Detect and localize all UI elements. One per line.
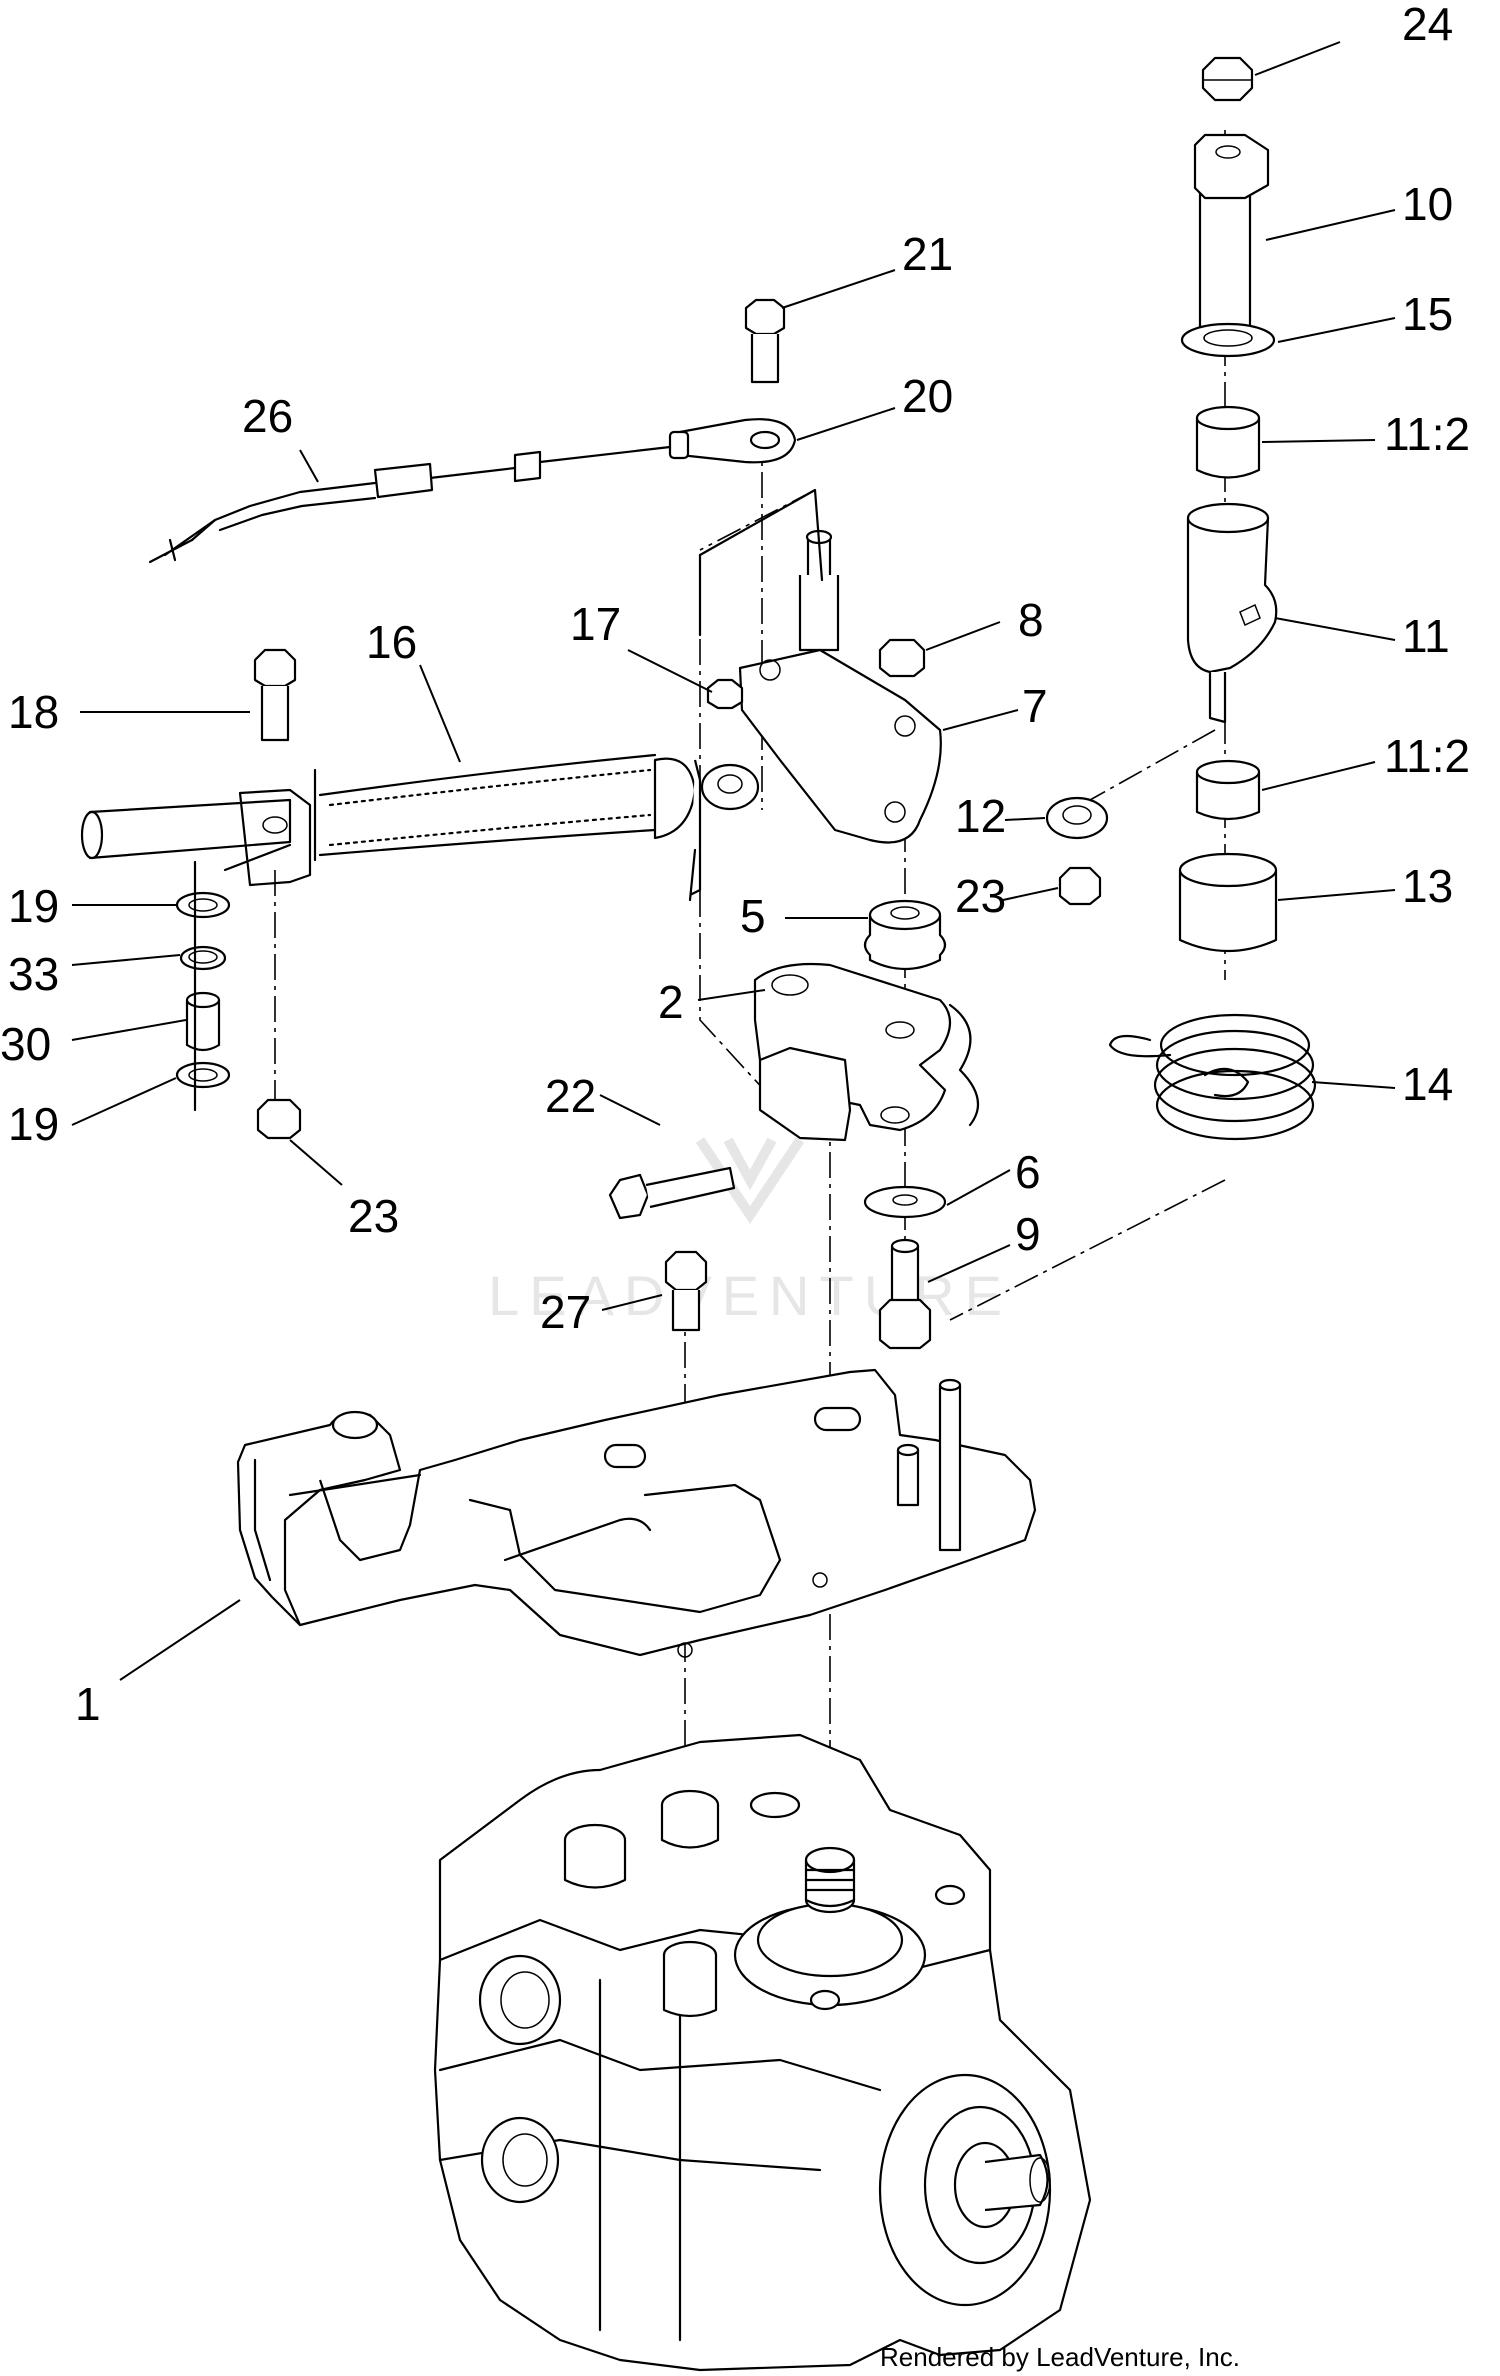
callout-7: 7	[1022, 680, 1048, 732]
part-11-bushing-lower	[1195, 759, 1261, 821]
callout-9: 9	[1015, 1208, 1041, 1260]
part-23-nut-upper	[1058, 866, 1102, 906]
hydro-pump	[433, 1733, 1092, 2372]
callout-23-lower: 23	[348, 1190, 399, 1242]
callout-26: 26	[242, 390, 293, 442]
callout-1: 1	[75, 1678, 101, 1730]
part-2-cam-bracket	[753, 962, 980, 1142]
callout-24: 24	[1402, 0, 1453, 50]
callout-labels: 24 10 15 11:2 11 11:2 13 14 21 20 26 17 …	[0, 0, 1470, 1730]
callout-22: 22	[545, 1070, 596, 1122]
part-9-bolt	[878, 1238, 932, 1350]
part-11-arm	[1186, 502, 1278, 724]
callout-33: 33	[8, 948, 59, 1000]
callout-6: 6	[1015, 1146, 1041, 1198]
part-23-nut-lower	[256, 1098, 302, 1140]
part-6-washer	[863, 1185, 947, 1219]
part-8-nut	[878, 638, 926, 678]
callout-14: 14	[1402, 1058, 1453, 1110]
callout-8: 8	[1018, 594, 1044, 646]
callout-27: 27	[540, 1286, 591, 1338]
part-1-bracket	[236, 1368, 1037, 1658]
callout-11: 11	[1402, 610, 1450, 662]
callout-15: 15	[1402, 288, 1453, 340]
render-credit: Rendered by LeadVenture, Inc.	[880, 2342, 1240, 2372]
part-12-bearing	[1045, 796, 1109, 840]
callout-19-upper: 19	[8, 880, 59, 932]
part-5-bushing	[863, 899, 947, 970]
part-21-bolt	[744, 298, 786, 384]
callout-30: 30	[0, 1018, 51, 1070]
callout-11-2-upper: 11:2	[1384, 408, 1470, 460]
part-11-bushing-upper	[1195, 405, 1261, 479]
part-20-rod-end	[668, 418, 797, 464]
part-26-cable	[148, 445, 672, 564]
callout-17: 17	[570, 598, 621, 650]
part-15-washer	[1180, 322, 1276, 358]
part-27-bolt	[664, 1250, 708, 1332]
callout-16: 16	[366, 616, 417, 668]
part-17-nut	[706, 678, 744, 710]
callout-2: 2	[658, 976, 684, 1028]
callout-12: 12	[955, 790, 1006, 842]
part-14-spring	[1108, 1013, 1317, 1141]
part-16-spring-rod	[80, 553, 760, 902]
callout-13: 13	[1402, 860, 1453, 912]
part-10-spacer	[1193, 133, 1270, 339]
part-18-bolt	[253, 648, 297, 742]
callout-10: 10	[1402, 178, 1453, 230]
part-7-control-arm	[698, 488, 942, 844]
left-stack-washers	[175, 843, 292, 1112]
callout-11-2-lower: 11:2	[1384, 730, 1470, 782]
part-24-nut	[1201, 56, 1254, 102]
callout-5: 5	[740, 890, 766, 942]
callout-18: 18	[8, 686, 59, 738]
part-22-bolt	[608, 1166, 736, 1220]
callout-23-upper: 23	[955, 870, 1006, 922]
part-13-sleeve	[1178, 852, 1278, 953]
callout-20: 20	[902, 370, 953, 422]
leader-lines	[71, 41, 1396, 1681]
callout-21: 21	[902, 228, 953, 280]
callout-19-lower: 19	[8, 1098, 59, 1150]
